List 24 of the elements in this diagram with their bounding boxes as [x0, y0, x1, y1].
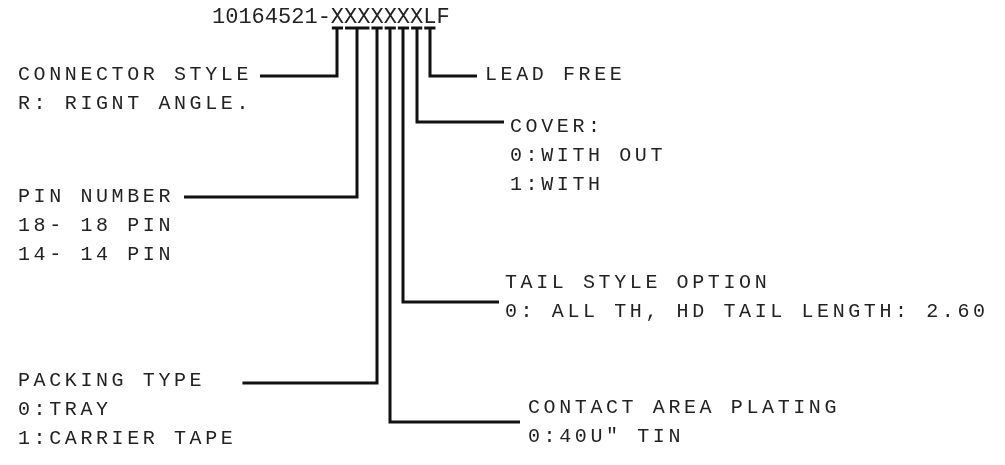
- callout-heading: CONTACT AREA PLATING: [528, 395, 841, 421]
- leader-line: [411, 26, 504, 124]
- callout-heading: COVER:: [510, 114, 605, 140]
- callout-heading: TAIL STYLE OPTION: [505, 270, 772, 296]
- leader-line: [242, 26, 383, 385]
- option-text: 14- 14 PIN: [18, 242, 175, 268]
- option-text: 1:CARRIER TAPE: [18, 426, 237, 452]
- leader-line: [260, 26, 344, 78]
- option-text: R: RIGNT ANGLE.: [18, 91, 253, 117]
- leader-line: [424, 26, 477, 78]
- option-text: 0: ALL TH, HD TAIL LENGTH: 2.60: [505, 299, 989, 325]
- part-number: 10164521-XXXXXXXLF: [212, 4, 450, 32]
- callout-heading: PACKING TYPE: [18, 368, 207, 394]
- option-text: 18- 18 PIN: [18, 213, 175, 239]
- leader-line: [184, 26, 370, 199]
- callout-heading: CONNECTOR STYLE: [18, 62, 253, 88]
- leader-line: [397, 26, 499, 304]
- leader-line: [384, 26, 520, 424]
- option-text: 0:TRAY: [18, 397, 113, 423]
- callout-heading: PIN NUMBER: [18, 184, 175, 210]
- option-text: 0:40U" TIN: [528, 424, 686, 450]
- option-text: 0:WITH OUT: [510, 143, 667, 169]
- option-text: 1:WITH: [510, 172, 605, 198]
- callout-heading: LEAD FREE: [485, 60, 626, 89]
